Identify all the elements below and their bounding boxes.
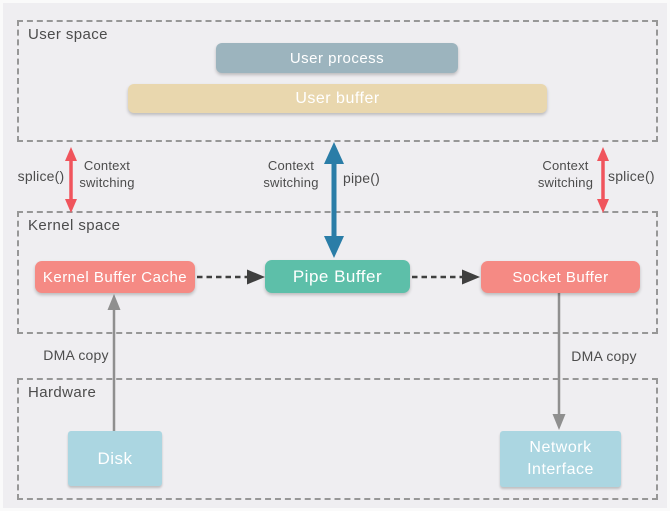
hardware-zone: Hardware [17, 378, 658, 500]
kernel-space-zone: Kernel space [17, 211, 658, 334]
disk-node: Disk [68, 431, 162, 486]
dma-copy-label-right: DMA copy [571, 348, 637, 364]
kernel-buffer-cache-node: Kernel Buffer Cache [35, 261, 195, 293]
user-space-label: User space [28, 26, 108, 43]
splice-label-right: splice() [608, 168, 655, 184]
user-buffer-node: User buffer [128, 84, 547, 113]
pipe-buffer-node: Pipe Buffer [265, 260, 410, 293]
socket-buffer-node: Socket Buffer [481, 261, 640, 293]
hardware-label: Hardware [28, 384, 97, 401]
network-interface-node: Network Interface [500, 431, 621, 487]
context-switching-label-center: Context switching [263, 158, 319, 190]
pipe-call-label: pipe() [343, 170, 380, 186]
splice-label-left: splice() [17, 168, 65, 184]
user-process-node: User process [216, 43, 458, 73]
kernel-space-label: Kernel space [28, 217, 121, 234]
user-space-zone: User space [17, 20, 658, 142]
context-switching-label-right: Context switching [537, 158, 594, 190]
context-switching-label-left: Context switching [79, 158, 135, 190]
dma-copy-label-left: DMA copy [43, 347, 109, 363]
